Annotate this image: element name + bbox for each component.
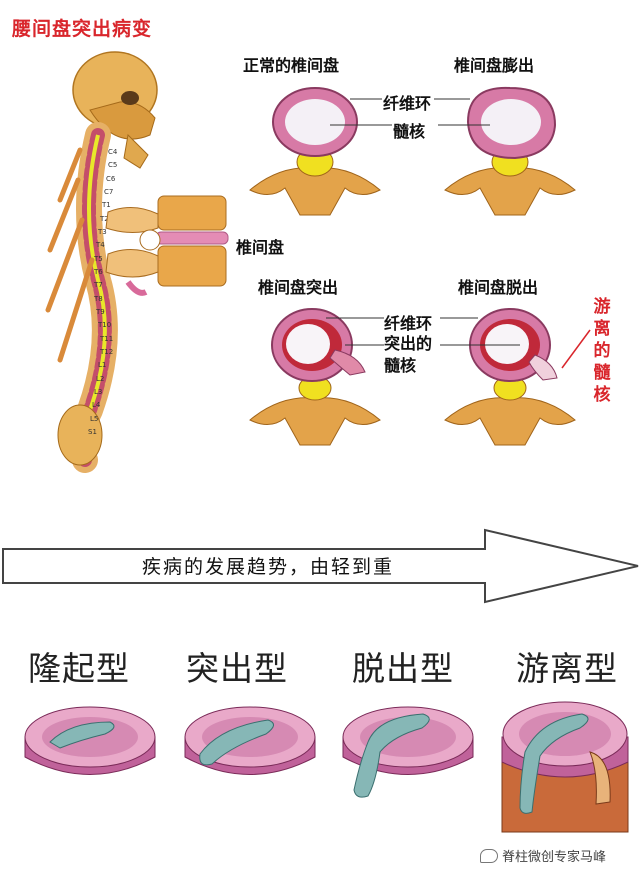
- spine-level-label: T5: [94, 254, 103, 263]
- stage-normal-title: 正常的椎间盘: [243, 56, 340, 75]
- spine-level-label: C5: [108, 161, 118, 170]
- annulus-label-2: 纤维环: [384, 314, 433, 333]
- spine-level-label: T1: [102, 201, 111, 210]
- extruded-disc-axial: [444, 308, 576, 446]
- spine-level-label: T6: [94, 268, 103, 276]
- type-label-1: 隆起型: [28, 649, 130, 688]
- stage-protrusion-title: 椎间盘突出: [258, 278, 339, 297]
- disc-type-extrusion: [342, 706, 474, 798]
- watermark: 脊柱微创专家马峰: [480, 846, 606, 865]
- spine-level-label: C7: [104, 188, 114, 196]
- type-label-2: 突出型: [186, 649, 288, 688]
- spine-level-label: T8: [94, 294, 103, 303]
- disc-type-protrusion: [184, 706, 316, 775]
- protruded-disc-axial: [249, 308, 381, 446]
- spine-level-label: T2: [100, 214, 109, 223]
- spine-level-label: T9: [96, 308, 105, 316]
- trend-arrow: [2, 528, 639, 604]
- type-label-3: 脱出型: [352, 649, 454, 688]
- spine-level-label: L4: [92, 401, 101, 410]
- spine-level-label: C4: [108, 148, 118, 156]
- normal-disc-axial: [249, 87, 381, 216]
- disc-label: 椎间盘: [236, 238, 285, 257]
- annulus-label: 纤维环: [383, 94, 432, 113]
- spine-level-label: L2: [96, 374, 105, 383]
- wechat-icon: [480, 848, 498, 863]
- type-label-4: 游离型: [516, 649, 618, 688]
- spine-level-label: T3: [98, 228, 107, 236]
- vertebrae-closeup-illustration: [105, 195, 229, 296]
- free-nucleus-label: 游 离 的 髓 核: [593, 297, 611, 405]
- bulging-disc-axial: [444, 86, 576, 216]
- spine-level-label: T12: [100, 348, 114, 356]
- trend-text: 疾病的发展趋势，由轻到重: [142, 556, 395, 578]
- spine-level-label: L1: [98, 361, 107, 370]
- spine-level-label: T7: [94, 281, 103, 290]
- spine-level-label: C6: [106, 174, 116, 183]
- spine-level-label: L5: [90, 414, 99, 423]
- spine-level-label: T10: [98, 321, 112, 330]
- spine-level-label: T4: [96, 241, 105, 250]
- nucleus-label: 髓核: [393, 122, 426, 141]
- spine-level-label: T11: [100, 334, 114, 343]
- protruded-nucleus-label: 突出的 髓核: [384, 334, 433, 375]
- stage-extrusion-title: 椎间盘脱出: [458, 278, 539, 297]
- disc-type-bulge: [24, 706, 156, 775]
- watermark-text: 脊柱微创专家马峰: [502, 850, 607, 865]
- stage-bulge-title: 椎间盘膨出: [454, 56, 535, 75]
- spine-level-label: S1: [88, 428, 97, 436]
- spine-level-label: L3: [94, 388, 103, 396]
- figure-title: 腰间盘突出病变: [12, 18, 153, 40]
- disc-type-sequestration: [501, 701, 629, 833]
- spine-skeleton-illustration: [45, 51, 158, 473]
